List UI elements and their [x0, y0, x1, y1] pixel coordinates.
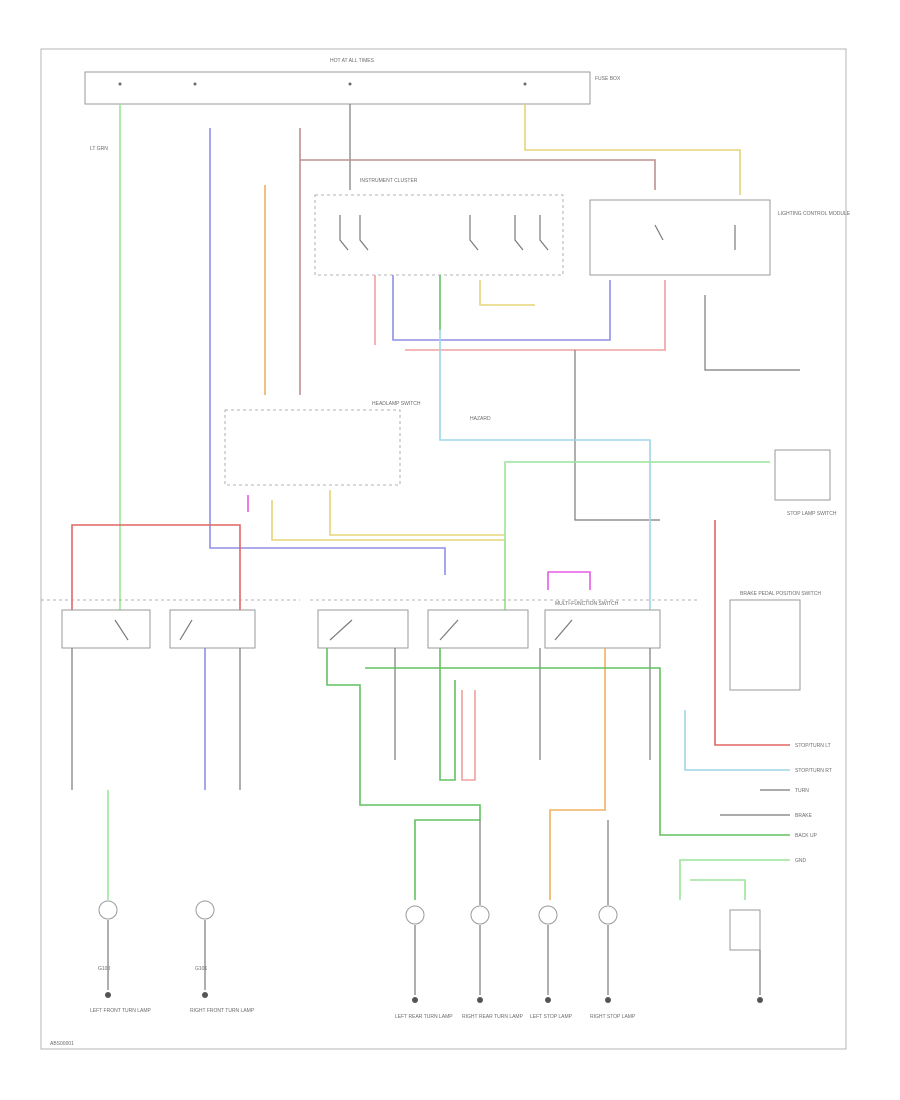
wire-dark-lamp-b — [479, 820, 609, 905]
brake-pedal-switch — [729, 599, 801, 691]
switch-box-3 — [317, 609, 409, 649]
cluster-switches — [339, 215, 736, 251]
switch-box-4 — [427, 609, 529, 649]
multifunction-label: MULTI-FUNCTION SWITCH — [555, 601, 619, 607]
cluster-label: INSTRUMENT CLUSTER — [360, 178, 418, 184]
wire-blue-main — [209, 128, 446, 575]
side-output-6: GND — [795, 858, 807, 864]
lamp-label-5: LEFT STOP LAMP — [530, 1014, 573, 1020]
ground-label-2: G101 — [195, 966, 207, 972]
wire-green-lower — [326, 648, 481, 900]
lighting-module — [589, 199, 771, 276]
ground-wires — [107, 920, 761, 995]
wire-red-left — [71, 524, 241, 610]
lighting-module-label: LIGHTING CONTROL MODULE — [778, 211, 851, 217]
stop-lamp-switch — [774, 449, 831, 501]
side-output-2: STOP/TURN RT — [795, 768, 832, 774]
diagram-frame — [40, 48, 847, 1050]
wire-yellow-cluster — [479, 280, 535, 306]
switch-box-5 — [544, 609, 661, 649]
switch-box-1 — [61, 609, 151, 649]
wire-red-long — [405, 280, 666, 351]
side-output-5: BACK UP — [795, 833, 818, 839]
wire-orange-low — [549, 648, 606, 900]
wire-green-top — [504, 461, 770, 610]
wire-yellow-h — [329, 490, 505, 536]
lamp-label-3: LEFT REAR TURN LAMP — [395, 1014, 453, 1020]
wire-green-bottom — [679, 859, 790, 900]
stop-lamp-switch-label: STOP LAMP SWITCH — [787, 511, 837, 517]
side-output-3: TURN — [795, 788, 809, 794]
top-left-wire-label: LT GRN — [90, 146, 108, 152]
wire-green-br — [690, 879, 746, 900]
wire-light-blue — [439, 330, 651, 610]
wire-dark-relay — [574, 350, 660, 521]
instrument-cluster — [314, 194, 564, 276]
ground-label-1: G100 — [98, 966, 110, 972]
ground-symbols — [105, 992, 763, 1003]
fuse-box-title: HOT AT ALL TIMES — [330, 58, 375, 64]
fuse-box — [84, 71, 591, 105]
headlamp-switch — [224, 409, 401, 486]
wire-brown-top — [299, 128, 656, 190]
hazard-label: HAZARD — [470, 416, 491, 422]
wire-pink-loop — [461, 690, 476, 781]
wire-yellow-mid — [271, 500, 506, 610]
wire-blue-cluster — [392, 275, 611, 341]
switch-box-contacts — [114, 619, 573, 641]
footer-id: ABS00001 — [50, 1041, 74, 1047]
headlamp-switch-label: HEADLAMP SWITCH — [372, 401, 421, 407]
fuse-contacts — [118, 82, 527, 86]
wire-yellow-top — [524, 104, 741, 195]
switch-box-2 — [169, 609, 256, 649]
side-output-4: BRAKE — [795, 813, 813, 819]
wire-green-right — [365, 667, 790, 836]
brake-pedal-label: BRAKE PEDAL POSITION SWITCH — [740, 591, 821, 597]
wire-light-blue-low — [684, 710, 790, 771]
fuse-box-label: FUSE BOX — [595, 76, 621, 82]
lamp-label-6: RIGHT STOP LAMP — [590, 1014, 636, 1020]
wire-green-loop — [439, 648, 456, 781]
wire-red-right — [714, 520, 790, 746]
wire-magenta-right — [547, 571, 591, 590]
lamp-label-1: LEFT FRONT TURN LAMP — [90, 1008, 152, 1014]
side-output-1: STOP/TURN LT — [795, 743, 831, 749]
lamp-label-4: RIGHT REAR TURN LAMP — [462, 1014, 524, 1020]
lamp-group — [98, 900, 761, 951]
wire-dark-right — [704, 295, 800, 371]
lamp-label-2: RIGHT FRONT TURN LAMP — [190, 1008, 255, 1014]
